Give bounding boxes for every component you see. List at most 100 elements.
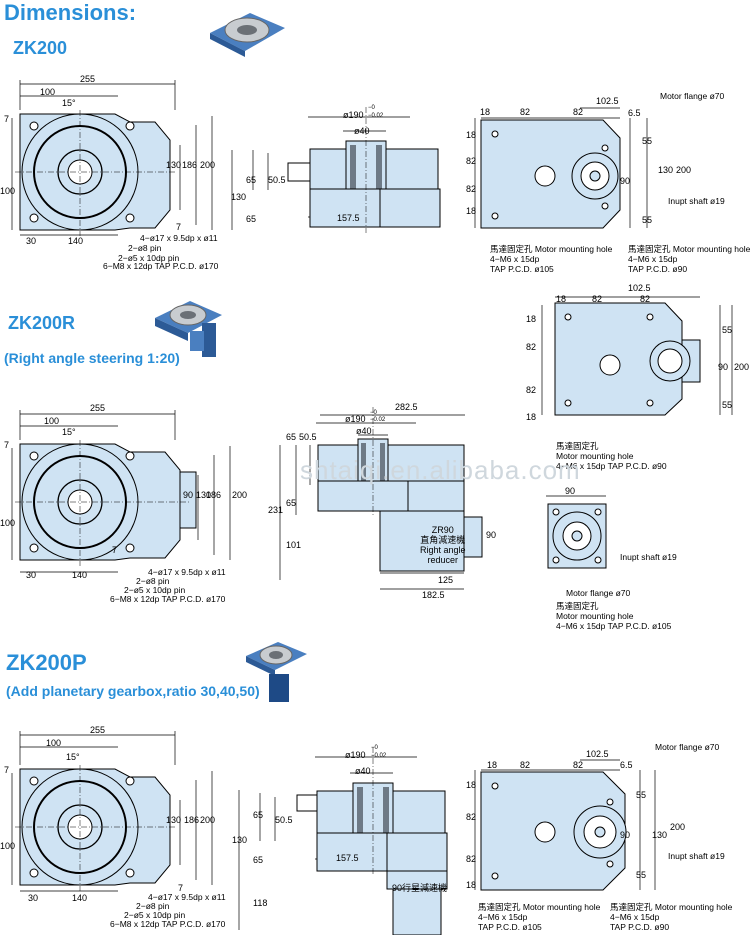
dim-label: 90 [565, 486, 576, 496]
side-view-zk200 [231, 107, 441, 233]
note-line: 馬達固定孔 [556, 601, 599, 611]
end-view-zk200 [474, 107, 648, 229]
motor-view-zk200r [546, 495, 607, 569]
dim-label: 6.5 [620, 760, 633, 770]
note-line: 4−M6 x 15dp TAP P.C.D. ø105 [556, 621, 672, 631]
dim-label: 82 [526, 342, 537, 352]
watermark: shtaiqi.en.alibaba.com [300, 455, 581, 485]
dim-label: 30 [26, 236, 37, 246]
dim-label: 18 [466, 130, 477, 140]
dim-label: 18 [480, 107, 491, 117]
dim-label: 125 [438, 575, 454, 585]
dim-label: 30 [26, 570, 37, 580]
dim-label: ø190 [345, 750, 366, 760]
dim-label: 101 [286, 540, 302, 550]
dim-label: 82 [526, 385, 537, 395]
model-title-zk200p: ZK200P [6, 650, 87, 675]
reducer-label-line: ZR90 [431, 525, 454, 535]
reducer-label-line: 直角減速機 [420, 535, 466, 545]
dim-label: 55 [642, 136, 653, 146]
dim-label: 186 [206, 490, 222, 500]
note-line: 馬達固定孔 Motor mounting hole [610, 902, 733, 912]
dim-label: 55 [636, 790, 647, 800]
note-line: Motor mounting hole [556, 611, 634, 621]
label-input-shaft: Inupt shaft ø19 [620, 552, 677, 562]
dim-label: 130 [232, 835, 248, 845]
dim-label: 102.5 [586, 749, 609, 759]
dim-label: 130 [166, 160, 182, 170]
note-line: 2−ø8 pin [128, 243, 162, 253]
note-line: TAP P.C.D. ø90 [610, 922, 670, 932]
note-line: 馬達固定孔 Motor mounting hole [478, 902, 601, 912]
note-line: 馬達固定孔 [556, 441, 599, 451]
dim-label: 200 [200, 815, 216, 825]
dim-label: ø40 [355, 766, 371, 776]
dim-label: −0 [371, 745, 378, 751]
dim-label: 15° [66, 752, 80, 762]
dim-label: 140 [68, 236, 84, 246]
dim-label: 90 [620, 176, 631, 186]
dim-label: 18 [466, 206, 477, 216]
dim-label: 90 [718, 362, 729, 372]
dim-label: −0 [370, 410, 377, 416]
dim-label: 55 [636, 870, 647, 880]
dim-label: 50.5 [275, 815, 293, 825]
dim-label: 65 [253, 855, 264, 865]
dim-label: 157.5 [337, 213, 360, 223]
dim-label: 157.5 [336, 853, 359, 863]
note-line: TAP P.C.D. ø90 [628, 264, 688, 274]
dim-label: −0.02 [370, 417, 386, 423]
dim-label: 18 [466, 780, 477, 790]
dim-label: ø40 [356, 426, 372, 436]
page-title: Dimensions: [4, 0, 137, 25]
label-motor-flange: Motor flange ø70 [660, 91, 725, 101]
dim-label: 65 [246, 175, 257, 185]
top-view-zk200p [11, 731, 213, 892]
label-motor-flange: Motor flange ø70 [566, 588, 631, 598]
dim-label: 130 [231, 192, 247, 202]
dim-label: 100 [0, 186, 16, 196]
note-line: 4−ø17 x 9.5dp x ø11 [148, 567, 226, 577]
dim-label: 118 [253, 898, 268, 908]
dim-label: 82 [466, 156, 477, 166]
dim-label: 100 [44, 416, 60, 426]
dim-label: 82 [573, 107, 584, 117]
note-line: 馬達固定孔 Motor mounting hole [628, 244, 750, 254]
dim-label: 55 [722, 400, 733, 410]
dim-label: 82 [466, 854, 477, 864]
end-view-zk200r [541, 296, 733, 416]
dim-label: 65 [286, 498, 297, 508]
note-line: 6−M8 x 12dp TAP P.C.D. ø170 [110, 919, 226, 929]
dim-label: 82 [466, 184, 477, 194]
dim-label: 82 [520, 107, 531, 117]
dim-label: 200 [670, 822, 686, 832]
dim-label: 130 [658, 165, 674, 175]
note-line: TAP P.C.D. ø105 [478, 922, 542, 932]
note-line: 2−ø5 x 10dp pin [118, 253, 180, 263]
side-view-zk200r [279, 407, 483, 590]
note-line: 4−ø17 x 9.5dp x ø11 [148, 892, 226, 902]
dim-label: 186 [182, 160, 198, 170]
reducer-label-line: Right angle [420, 545, 466, 555]
dim-label: 65 [286, 432, 297, 442]
subtitle-zk200r: (Right angle steering 1:20) [4, 350, 180, 366]
product-photo-zk200p [246, 642, 307, 702]
end-view-zk200p [474, 759, 656, 891]
dim-label: 255 [90, 403, 106, 413]
note-line: 2−ø5 x 10dp pin [124, 585, 186, 595]
top-view-zk200 [11, 80, 213, 236]
dim-label: 90 [486, 530, 497, 540]
note-line: 4−M6 x 15dp [490, 254, 540, 264]
note-line: TAP P.C.D. ø105 [490, 264, 554, 274]
dim-label: 100 [0, 518, 16, 528]
note-line: 馬達固定孔 Motor mounting hole [490, 244, 613, 254]
dim-label: 18 [466, 880, 477, 890]
dim-label: 130 [166, 815, 182, 825]
dim-label: 140 [72, 893, 88, 903]
dim-label: 130 [652, 830, 668, 840]
dim-label: 15° [62, 98, 76, 108]
dim-label: 82 [520, 760, 531, 770]
dim-label: 90 [620, 830, 631, 840]
dim-label: 282.5 [395, 402, 418, 412]
dim-label: 15° [62, 427, 76, 437]
